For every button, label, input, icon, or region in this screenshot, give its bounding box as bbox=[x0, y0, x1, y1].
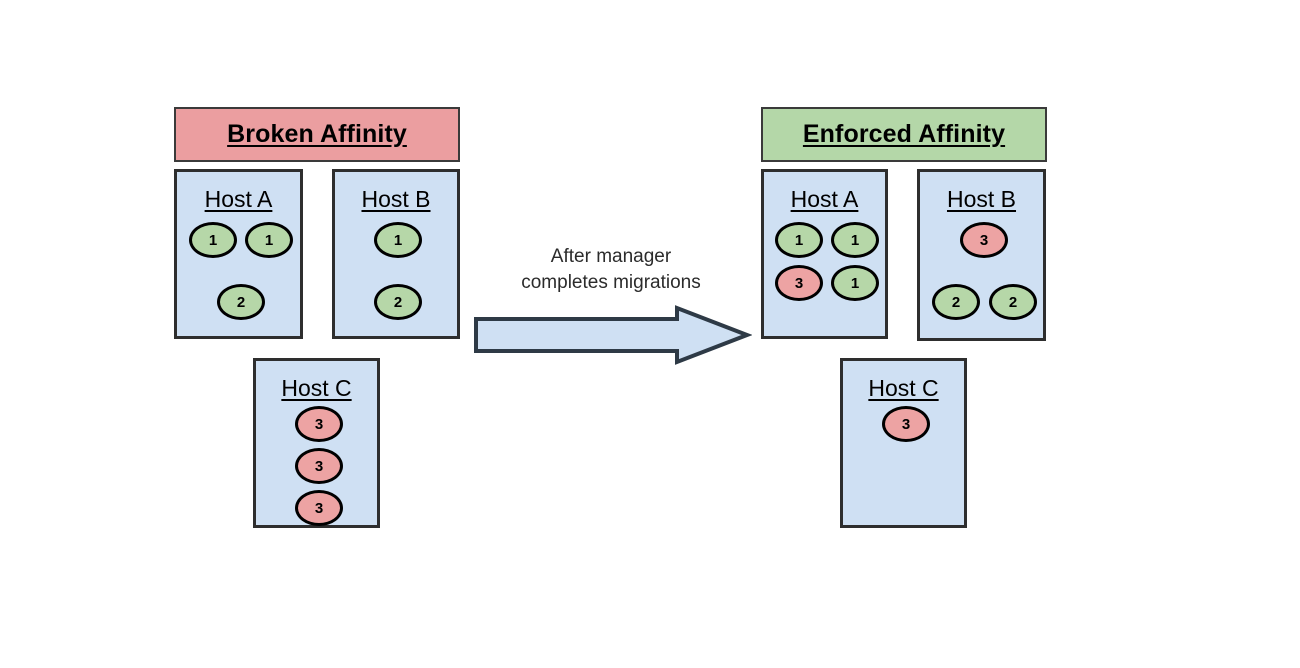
vm-label: 2 bbox=[236, 293, 246, 311]
vm-broken-host-c-0: 3 bbox=[295, 406, 343, 442]
vm-label: 1 bbox=[208, 231, 218, 249]
host-title-enforced-host-b: Host B bbox=[946, 186, 1017, 212]
vm-label: 3 bbox=[314, 415, 324, 433]
vm-enforced-host-b-0: 3 bbox=[960, 222, 1008, 258]
vm-enforced-host-a-3: 1 bbox=[831, 265, 879, 301]
host-title-enforced-host-c: Host C bbox=[868, 375, 939, 401]
banner-broken-affinity: Broken Affinity bbox=[174, 107, 460, 162]
banner-broken-affinity-label: Broken Affinity bbox=[227, 120, 407, 148]
host-title-enforced-host-a: Host A bbox=[790, 186, 859, 212]
vm-label: 2 bbox=[1008, 293, 1018, 311]
vm-label: 3 bbox=[901, 415, 911, 433]
vm-label: 1 bbox=[794, 231, 804, 249]
host-box-broken-host-a: Host A 1 1 2 bbox=[174, 169, 303, 339]
vm-enforced-host-a-1: 1 bbox=[831, 222, 879, 258]
vm-label: 1 bbox=[393, 231, 403, 249]
vm-enforced-host-a-0: 1 bbox=[775, 222, 823, 258]
vm-label: 2 bbox=[951, 293, 961, 311]
host-box-enforced-host-c: Host C 3 bbox=[840, 358, 967, 528]
vm-broken-host-c-1: 3 bbox=[295, 448, 343, 484]
vm-broken-host-c-2: 3 bbox=[295, 490, 343, 526]
vm-label: 2 bbox=[393, 293, 403, 311]
vm-label: 1 bbox=[850, 274, 860, 292]
host-box-broken-host-b: Host B 1 2 bbox=[332, 169, 460, 339]
vm-broken-host-a-2: 2 bbox=[217, 284, 265, 320]
vm-label: 1 bbox=[850, 231, 860, 249]
host-box-enforced-host-b: Host B 3 2 2 bbox=[917, 169, 1046, 341]
vm-broken-host-a-1: 1 bbox=[245, 222, 293, 258]
vm-label: 3 bbox=[979, 231, 989, 249]
banner-enforced-affinity-label: Enforced Affinity bbox=[802, 120, 1006, 148]
vm-label: 3 bbox=[794, 274, 804, 292]
vm-enforced-host-b-1: 2 bbox=[932, 284, 980, 320]
host-title-broken-host-a: Host A bbox=[204, 186, 273, 212]
transition-caption-line-1: After manager bbox=[550, 246, 672, 267]
banner-enforced-affinity: Enforced Affinity bbox=[761, 107, 1047, 162]
host-box-enforced-host-a: Host A 1 1 3 1 bbox=[761, 169, 888, 339]
vm-enforced-host-a-2: 3 bbox=[775, 265, 823, 301]
vm-broken-host-a-0: 1 bbox=[189, 222, 237, 258]
host-title-broken-host-b: Host B bbox=[361, 186, 431, 212]
vm-label: 1 bbox=[264, 231, 274, 249]
host-box-broken-host-c: Host C 3 3 3 bbox=[253, 358, 380, 528]
transition-caption-line-2: completes migrations bbox=[521, 272, 701, 293]
vm-label: 3 bbox=[314, 457, 324, 475]
vm-enforced-host-c-0: 3 bbox=[882, 406, 930, 442]
vm-broken-host-b-1: 2 bbox=[374, 284, 422, 320]
transition-caption: After manager completes migrations bbox=[476, 244, 746, 296]
vm-broken-host-b-0: 1 bbox=[374, 222, 422, 258]
host-title-broken-host-c: Host C bbox=[281, 375, 352, 401]
transition-arrow bbox=[472, 304, 752, 366]
vm-enforced-host-b-2: 2 bbox=[989, 284, 1037, 320]
vm-label: 3 bbox=[314, 499, 324, 517]
